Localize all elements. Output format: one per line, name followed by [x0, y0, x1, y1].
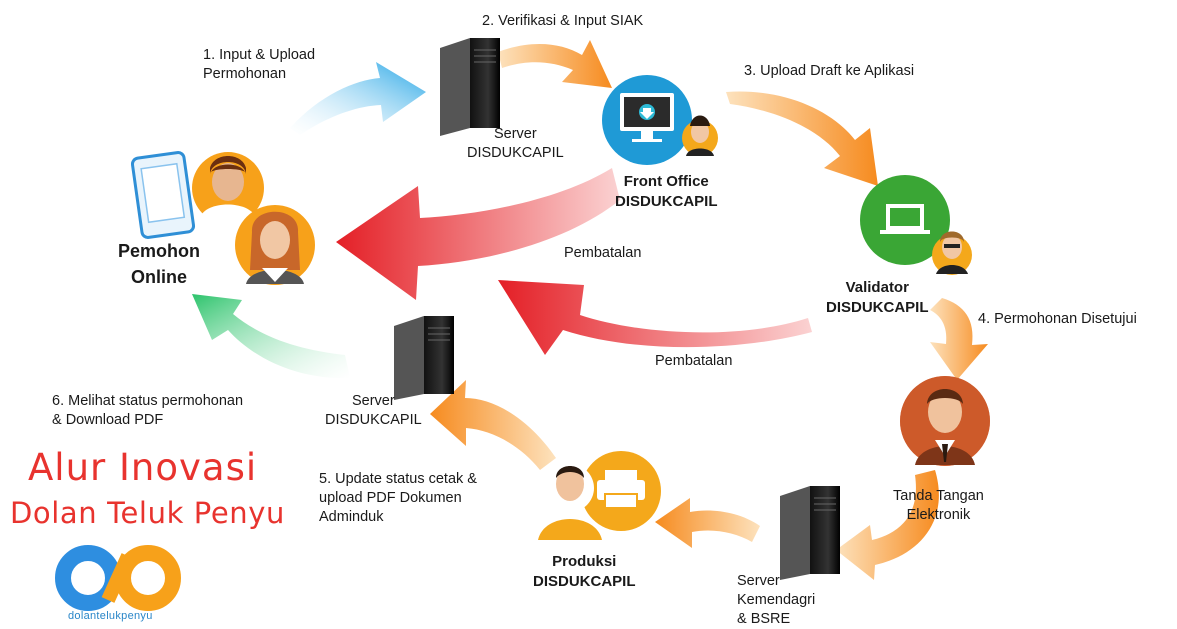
- pemohon-online-label: Pemohon Online: [118, 241, 201, 287]
- validator-label: Validator DISDUKCAPIL: [826, 279, 929, 316]
- arrow-step2: [498, 40, 612, 88]
- server-top-icon: [440, 38, 500, 136]
- logo-caption: dolantelukpenyu: [68, 610, 153, 622]
- step-3-label: 3. Upload Draft ke Aplikasi: [744, 63, 915, 79]
- server-kemendagri-label: Server Kemendagri & BSRE: [737, 573, 816, 627]
- man-avatar-icon: [192, 152, 264, 224]
- step-4-label: 4. Permohonan Disetujui: [978, 311, 1137, 327]
- server-bottom-icon: [394, 316, 454, 400]
- logo-icon: [55, 545, 181, 611]
- step-5-label: 5. Update status cetak & upload PDF Doku…: [319, 471, 477, 525]
- front-office-label: Front Office DISDUKCAPIL: [615, 173, 718, 210]
- arrow-step6: [192, 294, 350, 379]
- title-line-1: Alur Inovasi: [28, 446, 258, 489]
- server-bottom-label: Server DISDUKCAPIL: [325, 393, 422, 428]
- arrow-step3: [726, 91, 878, 186]
- step-1-label: 1. Input & Upload Permohonan: [203, 47, 316, 82]
- arrow-step4: [930, 298, 988, 380]
- front-office-icon: [602, 75, 718, 165]
- cancel-label-2: Pembatalan: [655, 353, 733, 369]
- arrow-step5: [430, 380, 556, 470]
- tanda-tangan-label: Tanda Tangan Elektronik: [893, 488, 984, 523]
- step-6-label: 6. Melihat status permohonan & Download …: [52, 393, 244, 428]
- cancel-label-1: Pembatalan: [564, 245, 642, 261]
- produksi-label: Produksi DISDUKCAPIL: [533, 553, 636, 590]
- server-kemendagri-icon: [780, 486, 840, 580]
- woman-avatar-icon: [235, 205, 315, 285]
- server-top-label: Server DISDUKCAPIL: [467, 126, 564, 161]
- produksi-icon: [538, 451, 661, 540]
- title-line-2: Dolan Teluk Penyu: [10, 496, 285, 530]
- validator-icon: [860, 175, 972, 275]
- tanda-tangan-icon: [900, 376, 990, 466]
- arrow-step1: [290, 62, 426, 135]
- tablet-icon: [130, 151, 196, 239]
- step-2-label: 2. Verifikasi & Input SIAK: [482, 13, 644, 29]
- arrow-cancel-2: [498, 280, 812, 355]
- arrow-server-to-produksi: [655, 498, 760, 548]
- arrow-cancel-1: [336, 168, 620, 300]
- arrow-ttd-to-server: [836, 470, 939, 580]
